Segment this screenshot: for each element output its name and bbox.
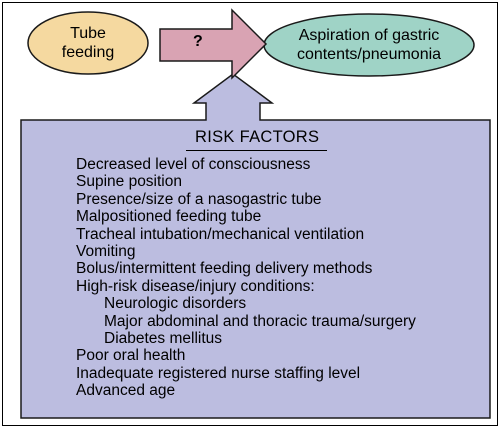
risk-factor-item: Bolus/intermittent feeding delivery meth… — [76, 260, 373, 278]
risk-factor-subitem: Diabetes mellitus — [104, 330, 223, 348]
risk-factor-item: High-risk disease/injury conditions: — [76, 277, 315, 295]
risk-factors-title: RISK FACTORS — [195, 128, 320, 146]
risk-factor-item: Advanced age — [76, 382, 176, 400]
tube-feeding-label: Tube feeding — [61, 25, 115, 61]
risk-factor-item: Tracheal intubation/mechanical ventilati… — [76, 225, 365, 243]
risk-factor-item: Malpositioned feeding tube — [76, 208, 262, 226]
risk-factor-item: Supine position — [76, 173, 182, 191]
causal-arrow — [159, 8, 268, 80]
risk-factors-list: Decreased level of consciousness Supine … — [76, 156, 416, 400]
risk-factors-box — [20, 73, 491, 419]
risk-factor-item: Vomiting — [76, 243, 136, 261]
question-mark-label: ? — [193, 33, 203, 50]
risk-factor-item: Presence/size of a nasogastric tube — [76, 190, 322, 208]
risk-factor-subitem: Neurologic disorders — [104, 295, 247, 313]
tube-feeding-oval — [27, 11, 149, 75]
risk-factor-item: Decreased level of consciousness — [76, 156, 311, 173]
risk-factors-title-underline — [186, 150, 327, 151]
risk-factor-item: Inadequate registered nurse staffing lev… — [76, 364, 361, 382]
risk-factor-item: Poor oral health — [76, 347, 186, 365]
risk-factor-subitem: Major abdominal and thoracic trauma/surg… — [104, 312, 416, 330]
aspiration-label: Aspiration of gastric contents/pneumonia — [296, 27, 442, 63]
